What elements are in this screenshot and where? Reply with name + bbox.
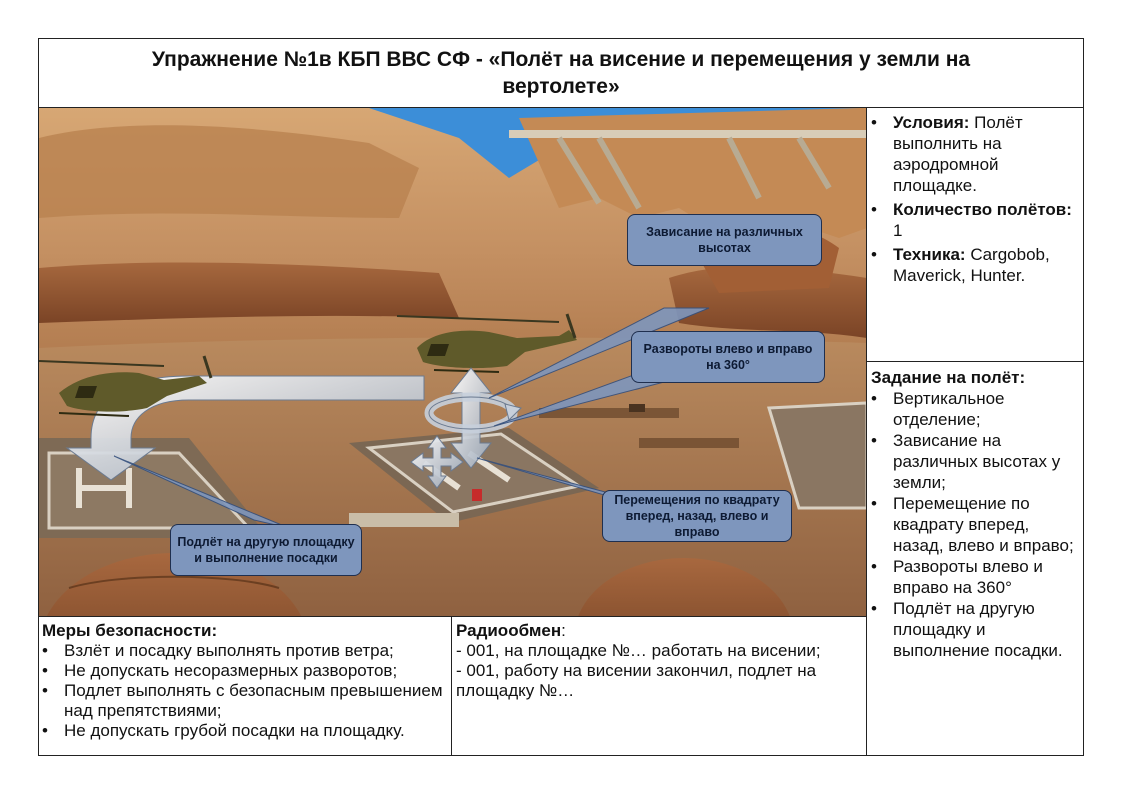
rotate-icon: [424, 392, 522, 434]
task-item: Перемещение по квадрату вперед, назад, в…: [871, 493, 1078, 556]
right-column: Условия: Полёт выполнить на аэродромной …: [867, 108, 1084, 756]
page-title: Упражнение №1в КБП ВВС СФ - «Полёт на ви…: [39, 39, 1083, 108]
radio-panel: Радиообмен: - 001, на площадке №… работа…: [452, 617, 867, 756]
task-list: Вертикальное отделение; Зависание на раз…: [871, 388, 1078, 661]
task-item: Подлёт на другую площадку и выполнение п…: [871, 598, 1078, 661]
safety-heading: Меры безопасности:: [42, 621, 218, 640]
radio-heading-suffix: :: [561, 621, 566, 640]
callout-turns: Развороты влево и вправо на 360°: [631, 331, 825, 383]
task-item: Развороты влево и вправо на 360°: [871, 556, 1078, 598]
condition-item: Техника: Cargobob, Maverick, Hunter.: [871, 244, 1078, 286]
exercise-sheet: Упражнение №1в КБП ВВС СФ - «Полёт на ви…: [38, 38, 1084, 756]
task-panel: Задание на полёт: Вертикальное отделение…: [867, 362, 1084, 756]
conditions-list: Условия: Полёт выполнить на аэродромной …: [871, 112, 1078, 286]
condition-item: Условия: Полёт выполнить на аэродромной …: [871, 112, 1078, 196]
cross-arrow-icon: [410, 435, 464, 489]
safety-item: Не допускать грубой посадки на площадку.: [42, 721, 447, 741]
safety-panel: Меры безопасности: Взлёт и посадку выпол…: [39, 617, 452, 756]
safety-item: Взлёт и посадку выполнять против ветра;: [42, 641, 447, 661]
task-heading: Задание на полёт:: [871, 368, 1026, 387]
condition-item: Количество полётов: 1: [871, 199, 1078, 241]
safety-list: Взлёт и посадку выполнять против ветра; …: [42, 641, 447, 741]
task-item: Вертикальное отделение;: [871, 388, 1078, 430]
callout-transfer: Подлёт на другую площадку и выполнение п…: [170, 524, 362, 576]
radio-heading-row: Радиообмен:: [456, 621, 862, 641]
task-item: Зависание на различных высотах у земли;: [871, 430, 1078, 493]
radio-heading: Радиообмен: [456, 621, 562, 640]
radio-line: - 001, на площадке №… работать на висени…: [456, 641, 821, 660]
radio-line: - 001, работу на висении закончил, подле…: [456, 661, 817, 700]
safety-item: Не допускать несоразмерных разворотов;: [42, 661, 447, 681]
callout-hover: Зависание на различных высотах: [627, 214, 822, 266]
scene-illustration: Зависание на различных высотах Развороты…: [39, 108, 867, 617]
helicopter-icon: [39, 355, 213, 417]
helicopter-icon-2: [396, 313, 577, 373]
callout-square: Перемещения по квадрату вперед, назад, в…: [602, 490, 792, 542]
safety-item: Подлет выполнять с безопасным превышение…: [42, 681, 447, 721]
conditions-panel: Условия: Полёт выполнить на аэродромной …: [867, 108, 1084, 362]
